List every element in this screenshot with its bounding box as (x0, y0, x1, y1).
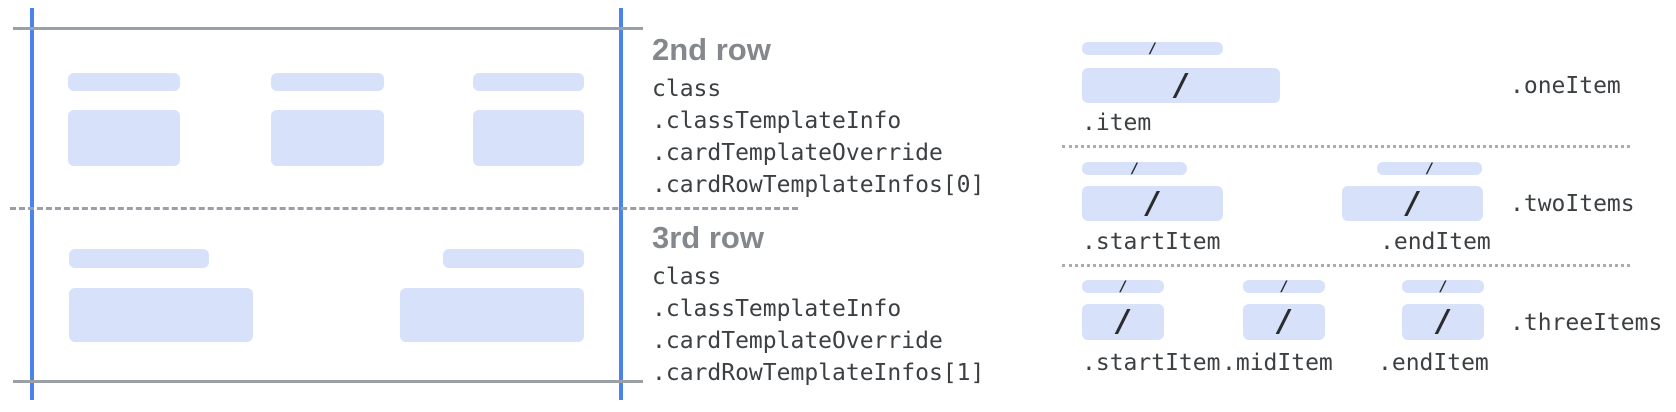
threeitems-end-value-placeholder: / (1402, 304, 1484, 340)
slash-icon: / (1120, 278, 1126, 295)
twoitems-start-value-placeholder: / (1082, 186, 1223, 221)
threeitems-start-label-placeholder: / (1082, 278, 1164, 295)
row3-legend: 3rd row class .classTemplateInfo .cardTe… (652, 219, 1022, 389)
card-bottom-edge-guide (13, 380, 643, 383)
threeitems-end-label-placeholder: / (1402, 278, 1484, 295)
slash-icon: / (1117, 304, 1129, 339)
row2-col1-value-placeholder (68, 110, 180, 166)
row3-col2-value-placeholder (400, 288, 584, 342)
slash-icon: / (1440, 278, 1446, 295)
row2-col1-label-placeholder (68, 73, 180, 91)
row2-legend-line: .cardRowTemplateInfos[0] (652, 172, 985, 198)
row2-legend-line: class (652, 76, 722, 102)
threeitems-mid-value-placeholder: / (1243, 304, 1325, 340)
slash-icon: / (1278, 304, 1290, 339)
oneitem-item-label: .item (1082, 110, 1152, 136)
card-left-edge-guide (30, 8, 34, 400)
row3-legend-line: .cardTemplateOverride (652, 328, 943, 354)
twoitems-enditem-label: .endItem (1380, 229, 1491, 255)
oneitem-template-name: .oneItem (1510, 73, 1621, 99)
slash-icon: / (1281, 278, 1287, 295)
twoitems-template-name: .twoItems (1510, 191, 1635, 217)
twoitems-end-label-placeholder: / (1377, 160, 1482, 177)
row-divider-dashed-line (10, 207, 798, 210)
card-top-edge-guide (13, 27, 643, 30)
row3-col1-label-placeholder (69, 249, 209, 268)
row3-legend-title: 3rd row (652, 220, 764, 255)
template-divider-dotted-line (1062, 264, 1630, 267)
row3-legend-line: .classTemplateInfo (652, 296, 902, 322)
twoitems-startitem-label: .startItem (1082, 229, 1221, 255)
row3-legend-line: .cardRowTemplateInfos[1] (652, 360, 985, 386)
slash-icon: / (1147, 185, 1158, 221)
twoitems-end-value-placeholder: / (1342, 186, 1483, 221)
slash-icon: / (1407, 185, 1418, 221)
slash-icon: / (1131, 160, 1138, 177)
row3-col1-value-placeholder (69, 288, 253, 342)
row2-legend-line: .classTemplateInfo (652, 108, 902, 134)
oneitem-value-placeholder: / (1082, 68, 1280, 103)
slash-icon: / (1437, 304, 1449, 339)
row2-legend-title: 2nd row (652, 32, 771, 67)
slash-icon: / (1149, 40, 1156, 57)
threeitems-mid-label-placeholder: / (1243, 278, 1325, 295)
slash-icon: / (1426, 160, 1433, 177)
twoitems-start-label-placeholder: / (1082, 160, 1187, 177)
row3-col2-label-placeholder (443, 249, 584, 268)
threeitems-template-name: .threeItems (1510, 310, 1663, 336)
threeitems-enditem-label: .endItem (1378, 350, 1489, 376)
row2-col2-value-placeholder (271, 110, 384, 166)
threeitems-start-value-placeholder: / (1082, 304, 1164, 340)
row3-legend-line: class (652, 264, 722, 290)
threeitems-startitem-label: .startItem (1082, 350, 1221, 376)
row2-col2-label-placeholder (271, 73, 384, 91)
template-divider-dotted-line (1062, 145, 1630, 148)
row2-col3-value-placeholder (473, 110, 584, 166)
row2-legend-line: .cardTemplateOverride (652, 140, 943, 166)
card-right-edge-guide (619, 8, 623, 400)
slash-icon: / (1175, 67, 1187, 103)
row2-col3-label-placeholder (473, 73, 584, 91)
row2-legend: 2nd row class .classTemplateInfo .cardTe… (652, 31, 1022, 201)
threeitems-miditem-label: .midItem (1222, 350, 1333, 376)
oneitem-label-placeholder: / (1082, 40, 1223, 57)
